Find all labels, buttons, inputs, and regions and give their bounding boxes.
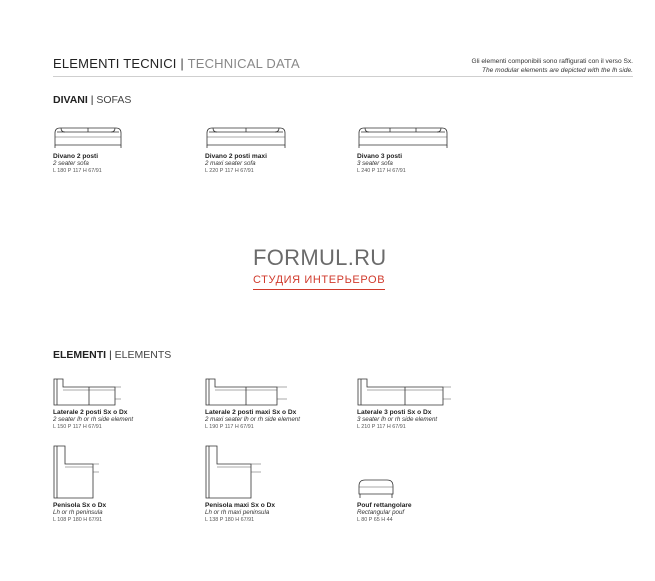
product-name: Divano 3 posti	[357, 153, 403, 160]
section-title-sofas-en: SOFAS	[96, 94, 132, 106]
page-title: ELEMENTI TECNICI | TECHNICAL DATA	[53, 56, 300, 71]
section-title-elements-en: ELEMENTS	[114, 349, 172, 361]
side-3-seater-drawing	[357, 378, 451, 406]
product-name: Penisola Sx o Dx	[53, 502, 107, 509]
peninsula-drawing	[53, 445, 99, 499]
product-dimensions: L 150 P 117 H 67/91	[53, 424, 102, 430]
section-title-separator: |	[109, 349, 112, 361]
product-dimensions: L 210 P 117 H 67/91	[357, 424, 406, 430]
side-2-seater-drawing	[53, 378, 121, 406]
product-name: Pouf rettangolare	[357, 502, 412, 509]
header-note: Gli elementi componibili sono raffigurat…	[472, 57, 634, 75]
product-subtitle: 2 seater sofa	[53, 160, 89, 167]
side-2-maxi-drawing	[205, 378, 287, 406]
product-dimensions: L 80 P 65 H 44	[357, 517, 393, 523]
section-title-sofas-it: DIVANI	[53, 94, 88, 106]
product-name: Divano 2 posti maxi	[205, 153, 267, 160]
header-note-it: Gli elementi componibili sono raffigurat…	[471, 58, 634, 65]
product-dimensions: L 108 P 180 H 67/91	[53, 517, 103, 523]
product-dimensions: L 220 P 117 H 67/91	[205, 168, 254, 174]
watermark-main: FORMUL.RU	[253, 245, 387, 270]
section-title-sofas: DIVANI | SOFAS	[53, 94, 131, 106]
product-subtitle: Lh or rh maxi peninsula	[205, 509, 270, 516]
page-title-it: ELEMENTI TECNICI	[53, 56, 177, 71]
product-side-2-maxi: Laterale 2 posti maxi Sx o Dx 2 maxi sea…	[205, 377, 345, 431]
section-title-separator: |	[90, 94, 94, 106]
product-peninsula-maxi: Penisola maxi Sx o Dx Lh or rh maxi peni…	[205, 444, 345, 524]
product-side-2-seater: Laterale 2 posti Sx o Dx 2 seater lh or …	[53, 377, 193, 431]
product-name: Penisola maxi Sx o Dx	[205, 502, 275, 509]
product-dimensions: L 240 P 117 H 67/91	[357, 168, 406, 174]
product-side-3-seater: Laterale 3 posti Sx o Dx 3 seater lh or …	[357, 377, 497, 431]
title-separator: |	[180, 56, 184, 71]
product-name: Laterale 3 posti Sx o Dx	[357, 409, 432, 416]
section-title-elements-it: ELEMENTI	[53, 349, 107, 361]
sofa-3-seater-drawing	[358, 127, 448, 148]
sofa-2-maxi-drawing	[206, 127, 286, 148]
section-title-elements: ELEMENTI | ELEMENTS	[53, 349, 171, 361]
watermark-logo: FORMUL.RU СТУДИЯ ИНТЕРЬЕРОВ	[253, 246, 403, 290]
header-note-en: The modular elements are depicted with t…	[481, 67, 633, 74]
product-dimensions: L 190 P 117 H 67/91	[205, 424, 254, 430]
product-dimensions: L 180 P 117 H 67/91	[53, 168, 102, 174]
product-subtitle: Rectangular pouf	[357, 509, 405, 516]
product-subtitle: 3 seater sofa	[357, 160, 393, 167]
product-subtitle: 2 maxi seater sofa	[205, 160, 256, 167]
product-sofa-2-maxi: Divano 2 posti maxi 2 maxi seater sofa L…	[205, 123, 345, 175]
product-pouf: Pouf rettangolare Rectangular pouf L 80 …	[357, 478, 497, 524]
product-name: Divano 2 posti	[53, 153, 99, 160]
product-subtitle: 2 seater lh or rh side element	[53, 416, 134, 423]
product-sofa-2-seater: Divano 2 posti 2 seater sofa L 180 P 117…	[53, 123, 193, 175]
product-subtitle: 2 maxi seater lh or rh side element	[205, 416, 300, 423]
product-subtitle: 3 seater lh or rh side element	[357, 416, 438, 423]
product-peninsula: Penisola Sx o Dx Lh or rh peninsula L 10…	[53, 444, 193, 524]
product-name: Laterale 2 posti maxi Sx o Dx	[205, 409, 297, 416]
product-subtitle: Lh or rh peninsula	[53, 509, 103, 516]
peninsula-maxi-drawing	[205, 445, 261, 499]
product-sofa-3-seater: Divano 3 posti 3 seater sofa L 240 P 117…	[357, 123, 497, 175]
product-name: Laterale 2 posti Sx o Dx	[53, 409, 128, 416]
pouf-drawing	[358, 479, 394, 498]
sofa-2-seater-drawing	[54, 127, 122, 148]
watermark-sub: СТУДИЯ ИНТЕРЬЕРОВ	[253, 274, 386, 290]
product-dimensions: L 138 P 180 H 67/91	[205, 517, 255, 523]
header-divider	[53, 76, 633, 77]
page-title-en: TECHNICAL DATA	[187, 56, 300, 71]
